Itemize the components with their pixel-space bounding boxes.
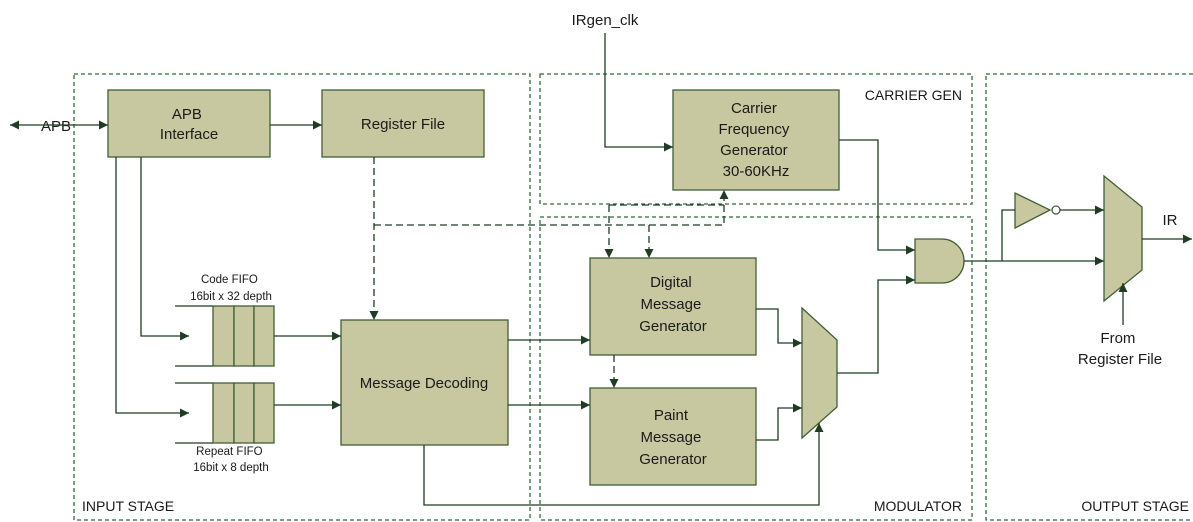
and-gate [914,238,965,284]
ir-label: IR [1163,212,1178,229]
digital-message-generator-block [589,257,757,356]
output-mux [1103,174,1143,303]
inverter [1014,191,1052,230]
register-file-to-carrier-wire [374,190,729,226]
from-register-file-label: From Register File [1078,330,1162,368]
repeat-fifo-label: Repeat FIFO 16bit x 8 depth [193,446,268,474]
register-file-block [321,89,485,158]
output-stage-boundary [985,73,1193,521]
apb-to-code-fifo-wire [140,157,189,341]
modulator-boundary [539,216,973,521]
digital-to-mux-wire [756,308,802,348]
decoder-to-mux-select-wire [423,423,824,506]
irgen-clk-wire [604,33,673,152]
modulator-label: MODULATOR [874,498,962,514]
register-file-text: Register File [361,116,445,133]
repeat-fifo [175,382,275,444]
code-fifo [175,305,275,367]
paint-to-mux-wire [756,403,802,441]
input-stage-label: INPUT STAGE [82,498,174,514]
and-to-inverter-wire [1001,209,1015,261]
inverter-bubble [1051,205,1061,215]
carrier-to-and-wire [839,139,915,255]
carrier-gen-label: CARRIER GEN [865,87,962,103]
apb-label: APB [41,118,71,135]
mux-to-and-wire [837,275,915,374]
carrier-gen-boundary [539,73,973,205]
digital-message-generator-text: Digital Message Generator [639,274,707,335]
code-fifo-label: Code FIFO 16bit x 32 depth [190,274,272,303]
apb-interface-block [107,89,271,158]
irgen-clk-label: IRgen_clk [572,12,639,29]
message-decoding-text: Message Decoding [360,375,488,392]
input-stage-boundary [73,73,531,521]
apb-to-repeat-fifo-wire [115,157,189,418]
apb-interface-text: APB Interface [160,106,218,143]
modulator-mux [801,306,838,440]
paint-message-generator-block [589,387,757,486]
output-stage-label: OUTPUT STAGE [1081,498,1189,514]
paint-message-generator-text: Paint Message Generator [639,407,707,468]
message-decoding-block [340,319,509,446]
carrier-frequency-generator-text: Carrier Frequency Generator 30-60KHz [718,100,793,180]
